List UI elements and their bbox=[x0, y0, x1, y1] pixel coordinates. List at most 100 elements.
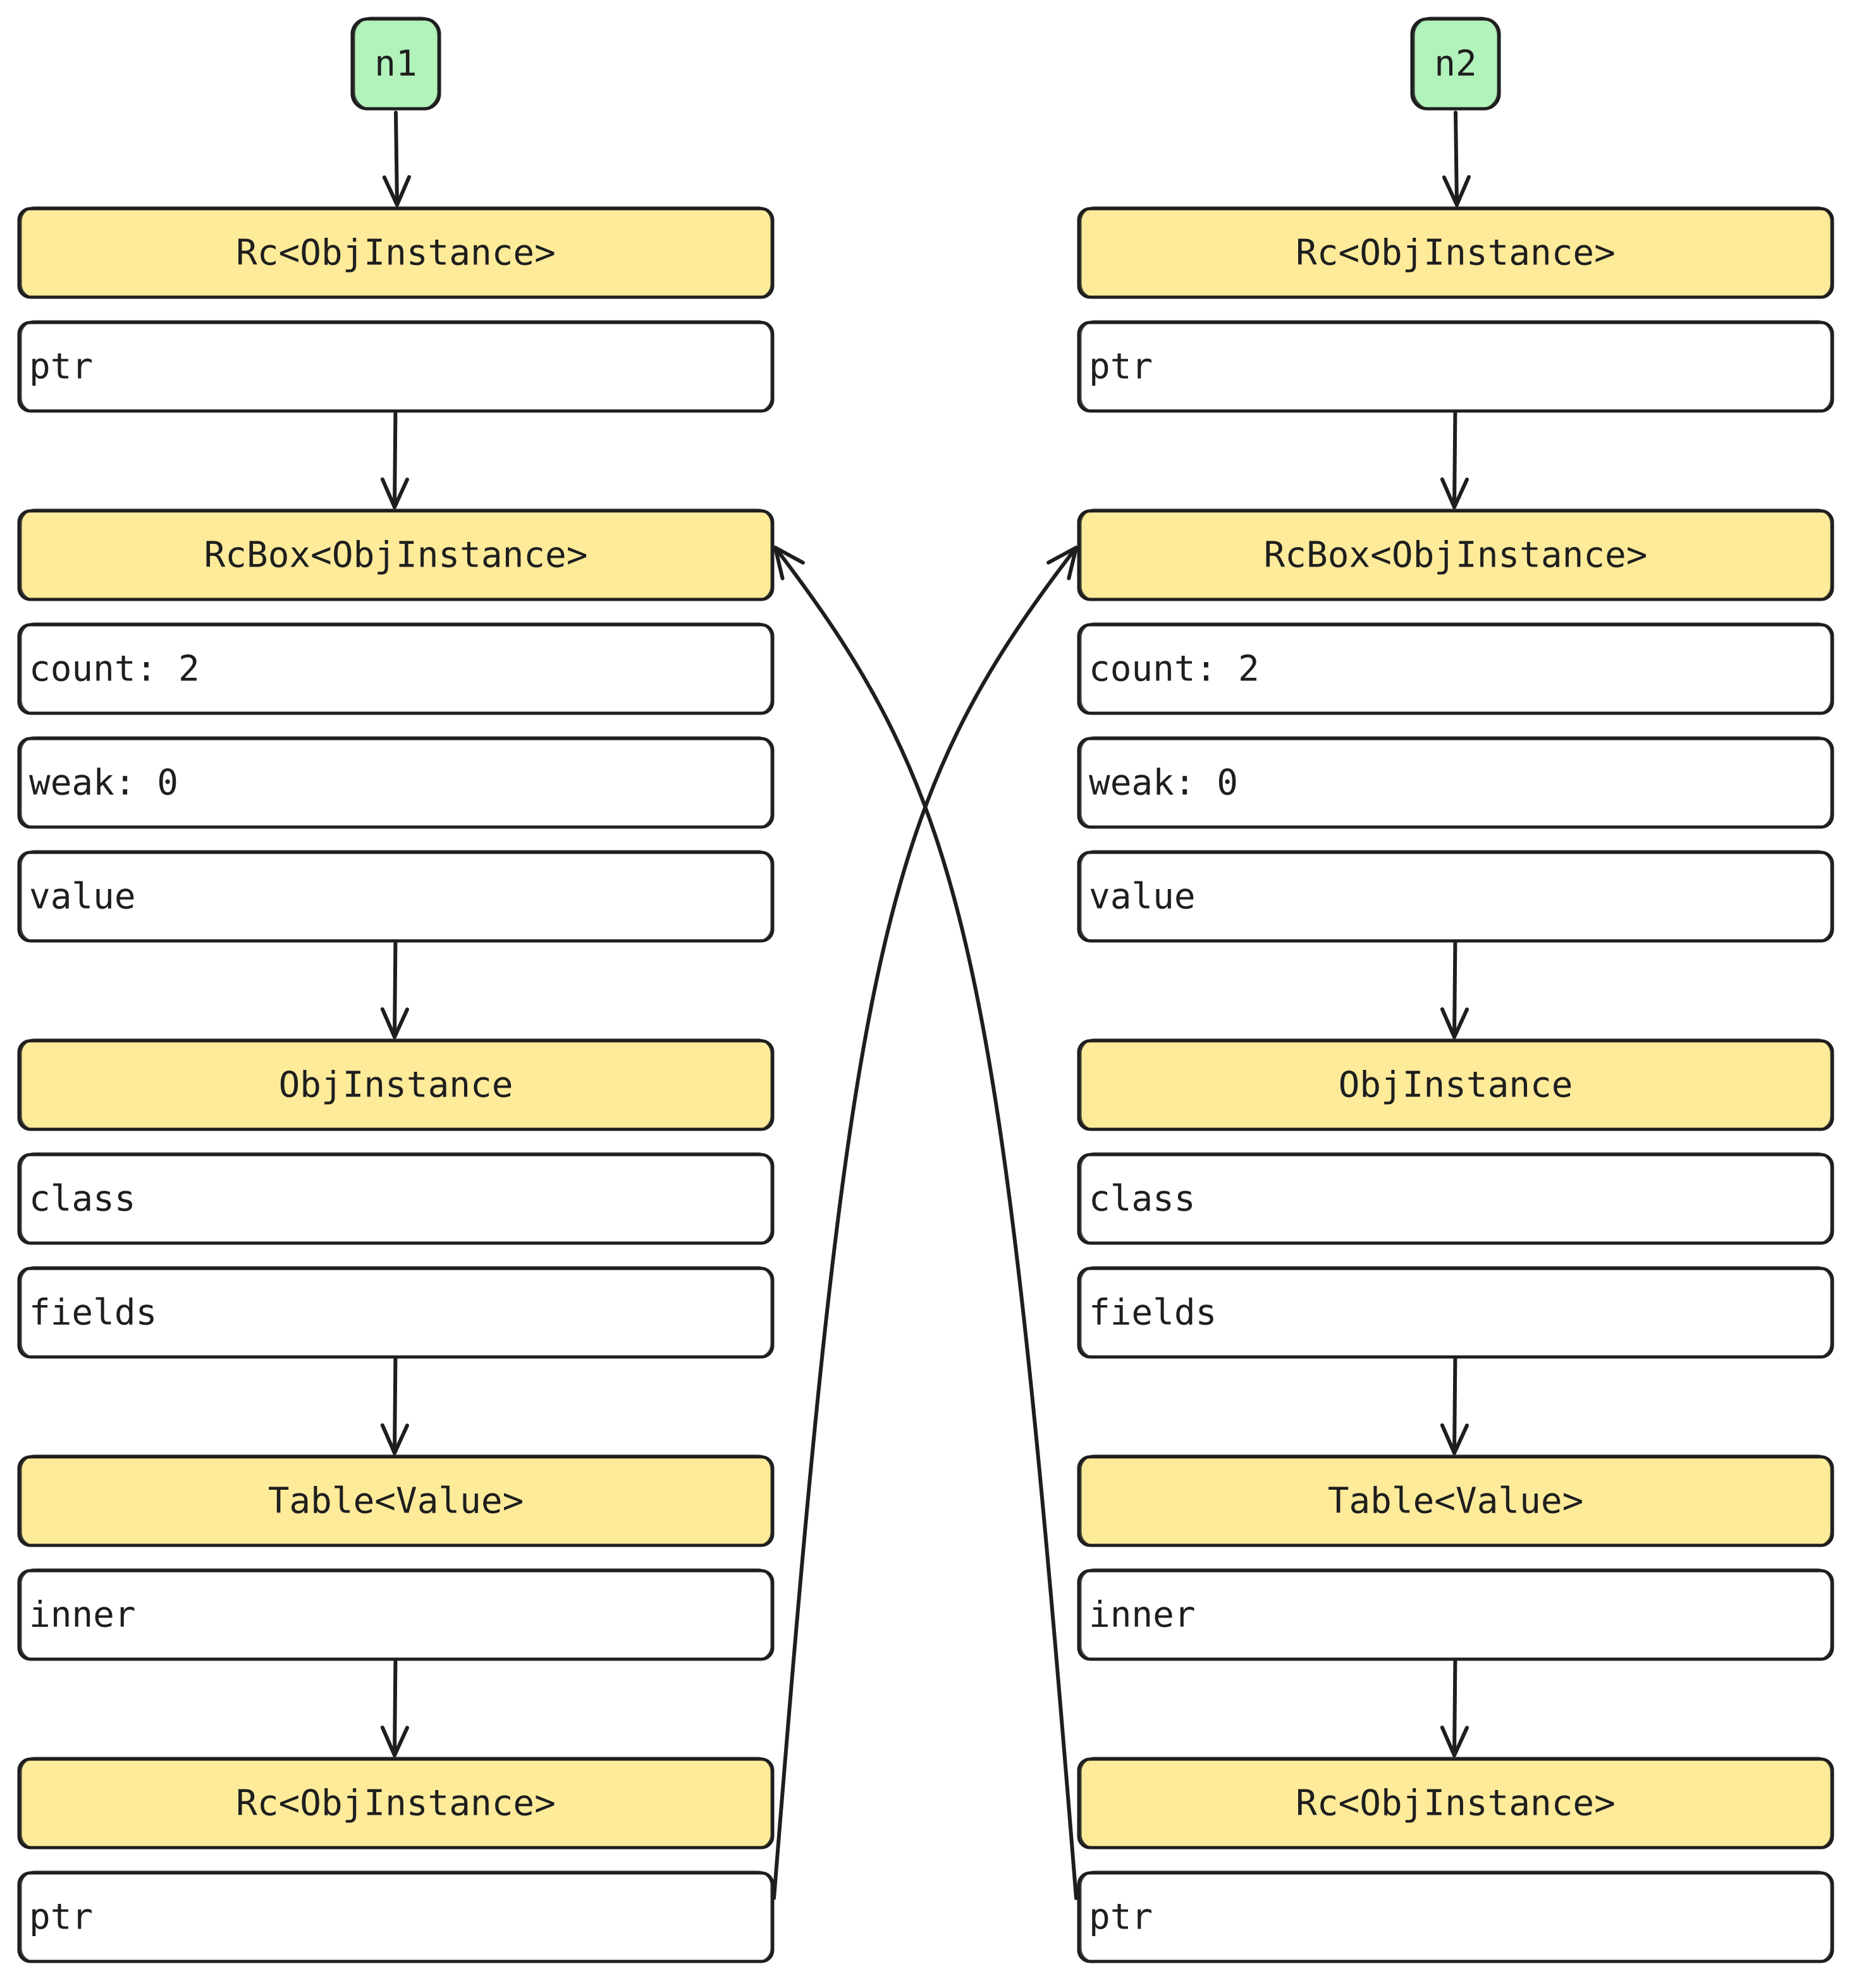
field-fields-sketch-outline bbox=[20, 1266, 773, 1359]
field-count-2: count: 2 bbox=[17, 622, 775, 715]
struct-header-sketch-outline bbox=[20, 1038, 773, 1131]
root-node-n2-sketch-outline bbox=[1413, 16, 1499, 111]
field-ptr-rect bbox=[17, 321, 775, 413]
field-label: value bbox=[29, 876, 136, 917]
pointer-arrow-head bbox=[380, 1007, 409, 1039]
field-ptr-sketch-outline bbox=[20, 320, 773, 413]
field-class: class bbox=[17, 1152, 775, 1245]
field-ptr: ptr bbox=[17, 1870, 775, 1963]
field-ptr-sketch-outline bbox=[1079, 1870, 1832, 1963]
cross-link-n2-to-n1-head bbox=[773, 546, 805, 580]
field-class-sketch-outline bbox=[20, 1152, 773, 1245]
field-fields: fields bbox=[1077, 1266, 1834, 1359]
field-count-2-sketch-outline bbox=[1079, 622, 1832, 715]
struct-header: Rc<ObjInstance> bbox=[17, 206, 775, 299]
struct-rcbox-objinstance: RcBox<ObjInstance> count: 2 weak: 0 value bbox=[17, 508, 775, 943]
struct-header-sketch-outline bbox=[1079, 1038, 1832, 1131]
pointer-arrow-head bbox=[380, 1423, 409, 1455]
struct-header-label: Rc<ObjInstance> bbox=[1296, 233, 1616, 274]
struct-header-sketch-outline bbox=[1079, 508, 1832, 601]
struct-rcbox-objinstance: RcBox<ObjInstance> count: 2 weak: 0 value bbox=[1077, 508, 1834, 943]
struct-header-label: Table<Value> bbox=[1328, 1481, 1584, 1522]
struct-header-sketch-outline bbox=[1079, 206, 1832, 299]
field-label: fields bbox=[29, 1292, 157, 1334]
field-inner-sketch-outline bbox=[20, 1568, 773, 1661]
struct-header-sketch-outline bbox=[20, 1454, 773, 1547]
struct-rc-objinstance: Rc<ObjInstance> ptr bbox=[1077, 206, 1834, 413]
field-weak-0-sketch-outline bbox=[1079, 736, 1832, 829]
field-fields-sketch-outline bbox=[1079, 1266, 1832, 1359]
field-label: ptr bbox=[29, 1897, 93, 1938]
field-ptr: ptr bbox=[1077, 1870, 1834, 1963]
struct-header-label: ObjInstance bbox=[1339, 1065, 1573, 1106]
root-label: n2 bbox=[1434, 44, 1476, 85]
field-label: inner bbox=[1089, 1595, 1196, 1636]
struct-header-label: Rc<ObjInstance> bbox=[236, 233, 556, 274]
struct-header-label: Rc<ObjInstance> bbox=[1296, 1783, 1616, 1824]
struct-header-label: Table<Value> bbox=[268, 1481, 524, 1522]
column-n2: n2Rc<ObjInstance>ptrRcBox<ObjInstance>co… bbox=[1077, 16, 1834, 1963]
pointer-arrow-head bbox=[380, 1725, 409, 1757]
struct-header: Rc<ObjInstance> bbox=[1077, 206, 1834, 299]
struct-header-sketch-outline bbox=[20, 206, 773, 299]
field-class-sketch-outline bbox=[1079, 1152, 1832, 1245]
field-inner: inner bbox=[17, 1568, 775, 1661]
field-weak-0: weak: 0 bbox=[1077, 736, 1834, 829]
field-label: weak: 0 bbox=[1089, 763, 1238, 804]
struct-rc-objinstance: Rc<ObjInstance> ptr bbox=[1077, 1757, 1834, 1963]
field-count-2: count: 2 bbox=[1077, 622, 1834, 715]
struct-table-value: Table<Value> inner bbox=[17, 1454, 775, 1661]
field-ptr: ptr bbox=[17, 320, 775, 413]
field-label: count: 2 bbox=[1089, 649, 1260, 690]
struct-header-sketch-outline bbox=[1079, 1757, 1832, 1850]
root-arrow-head bbox=[382, 175, 411, 207]
struct-rc-objinstance: Rc<ObjInstance>ptr bbox=[17, 1757, 775, 1963]
field-value: value bbox=[17, 850, 775, 943]
field-ptr-sketch-outline bbox=[1079, 320, 1832, 413]
struct-header: RcBox<ObjInstance> bbox=[17, 508, 775, 601]
pointer-arrow-head bbox=[1440, 1725, 1469, 1757]
struct-header-label: ObjInstance bbox=[279, 1065, 513, 1106]
root-arrow-head bbox=[1442, 175, 1471, 207]
field-label: class bbox=[1089, 1179, 1196, 1220]
field-weak-0-sketch-outline bbox=[20, 736, 773, 829]
field-label: ptr bbox=[1089, 1897, 1153, 1938]
pointer-arrow-head bbox=[1440, 1007, 1469, 1039]
pointer-arrow-head bbox=[380, 477, 409, 509]
struct-header: Table<Value> bbox=[17, 1454, 775, 1547]
struct-objinstance: ObjInstance class fields bbox=[1077, 1038, 1834, 1359]
field-ptr: ptr bbox=[1077, 320, 1834, 413]
field-ptr-sketch-outline bbox=[20, 1870, 773, 1963]
field-ptr-rect bbox=[1077, 1871, 1834, 1963]
root-node-n1: n1 bbox=[350, 16, 441, 111]
field-weak-0: weak: 0 bbox=[17, 736, 775, 829]
field-count-2-sketch-outline bbox=[20, 622, 773, 715]
struct-header-sketch-outline bbox=[1079, 1454, 1832, 1547]
struct-objinstance: ObjInstance class fields bbox=[17, 1038, 775, 1359]
field-label: ptr bbox=[1089, 347, 1153, 388]
struct-header: Table<Value> bbox=[1077, 1454, 1834, 1547]
root-arrow bbox=[394, 111, 399, 207]
struct-header-sketch-outline bbox=[20, 508, 773, 601]
column-n1: n1Rc<ObjInstance>ptrRcBox<ObjInstance>co… bbox=[17, 16, 775, 1963]
root-node-n1-sketch-outline bbox=[353, 16, 439, 111]
pointer-arrow-head bbox=[1440, 1423, 1469, 1455]
field-label: weak: 0 bbox=[29, 763, 178, 804]
pointer-arrow-head bbox=[1440, 477, 1469, 509]
struct-table-value: Table<Value> inner bbox=[1077, 1454, 1834, 1661]
field-label: count: 2 bbox=[29, 649, 200, 690]
struct-header-label: RcBox<ObjInstance> bbox=[1264, 535, 1648, 576]
struct-header: ObjInstance bbox=[17, 1038, 775, 1131]
field-value: value bbox=[1077, 850, 1834, 943]
cross-link-n1-to-n2 bbox=[772, 546, 1078, 1900]
field-value-sketch-outline bbox=[1079, 850, 1832, 943]
field-ptr-rect bbox=[1077, 321, 1834, 413]
field-label: value bbox=[1089, 876, 1196, 917]
field-inner-sketch-outline bbox=[1079, 1568, 1832, 1661]
field-class: class bbox=[1077, 1152, 1834, 1245]
cross-link-n2-to-n1 bbox=[773, 546, 1078, 1900]
struct-header-label: RcBox<ObjInstance> bbox=[204, 535, 588, 576]
field-label: class bbox=[29, 1179, 136, 1220]
field-ptr-rect bbox=[17, 1871, 775, 1963]
